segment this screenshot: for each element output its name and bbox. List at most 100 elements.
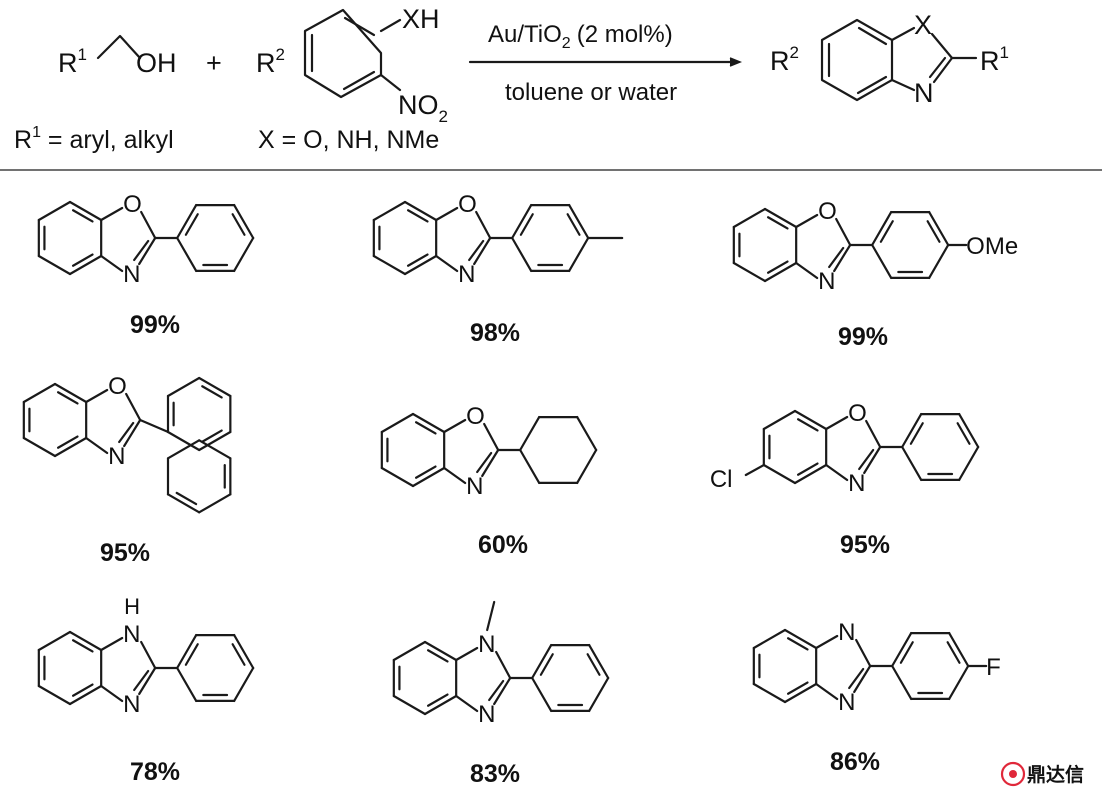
ring-bond: [795, 213, 819, 229]
benzo-ring-bond: [68, 684, 103, 706]
ring-heteroatom-label: N: [123, 621, 140, 648]
aminophenol-double-bond: [342, 70, 376, 91]
aryl-ring-bond: [871, 243, 893, 280]
benzo-ring-bond: [392, 640, 427, 662]
yield-label: 99%: [838, 323, 888, 351]
ring-bond: [140, 210, 157, 240]
ring-bond: [835, 217, 852, 247]
yield-label: 95%: [100, 539, 150, 567]
cyclohexyl-bond: [519, 448, 541, 485]
aryl-ring-double-bond: [539, 653, 554, 676]
naphthyl-ring-bond: [166, 493, 201, 514]
reactant-alcohol: R1 OH: [58, 34, 177, 78]
aryl-ring-bond: [901, 412, 923, 449]
aryl-ring-double-bond: [926, 220, 941, 243]
nitro-label: NO2: [398, 90, 448, 126]
cn-double-bond: [473, 236, 492, 266]
product-cn-double-bond: [932, 56, 954, 84]
aryl-ring-bond: [511, 236, 533, 273]
benzo-ring-double-bond: [414, 465, 437, 479]
catalyst-label: Au/TiO2(2 mol%): [488, 21, 673, 52]
aryl-ring-bond: [928, 243, 950, 280]
benzo-ring-bond: [411, 466, 446, 488]
naphthyl-ring-bond: [166, 430, 201, 452]
cn-double-bond: [848, 667, 865, 690]
aminophenol-double-bond: [343, 16, 376, 37]
ring-n-label: N: [108, 443, 125, 470]
ring-bond: [140, 640, 157, 670]
benzo-ring-bond: [372, 254, 407, 276]
product-general: R2 X N R1: [770, 10, 1009, 108]
aryl-ring-double-bond: [879, 220, 894, 243]
benzo-ring-bond: [783, 682, 818, 704]
cn-double-bond: [828, 246, 845, 269]
ring-bond: [815, 682, 839, 701]
aryl-ring-bond: [176, 236, 198, 273]
cyclohexyl-bond: [576, 448, 598, 485]
ring-n-label: N: [123, 691, 140, 718]
benzo-ring-double-bond: [56, 391, 79, 405]
benzo-ring-double-bond: [406, 209, 429, 223]
benzo-ring-bond: [68, 254, 103, 276]
ring-heteroatom-label: O: [848, 400, 867, 427]
product-8: N N 83%: [392, 600, 610, 788]
ring-bond: [139, 418, 170, 434]
watermark: 鼎达信: [1000, 761, 1084, 787]
benzo-ring-bond: [392, 694, 427, 716]
products-grid: ON99%ON98%ONOMe99%ON95%ON60%ONCl95%NNH78…: [22, 191, 1018, 788]
yield-label: 86%: [830, 748, 880, 776]
benzo-ring-double-bond: [766, 216, 789, 230]
x-scope-note: X = O, NH, NMe: [258, 126, 439, 154]
r1-scope-note: R1 = aryl, alkyl: [14, 124, 174, 154]
benzo-ring-bond: [423, 640, 458, 662]
benzo-ring-double-bond: [786, 637, 809, 651]
benzo-ring-bond: [37, 630, 72, 652]
aryl-ring-double-bond: [946, 641, 961, 664]
aryl-ring-bond: [928, 210, 950, 247]
ring-bond: [100, 254, 124, 273]
naphthyl-ring-double-bond: [201, 429, 223, 443]
cn-double-bond: [493, 676, 512, 706]
reaction-arrow-group: Au/TiO2(2 mol%) toluene or water: [468, 21, 743, 106]
naphthyl-ring-double-bond: [201, 385, 223, 399]
aryl-ring-bond: [588, 643, 610, 680]
ring-bond: [855, 638, 872, 668]
naphthyl-ring-bond: [198, 430, 232, 452]
ring-n-label: N: [478, 701, 495, 728]
benzo-ring-bond: [793, 463, 828, 485]
cn-double-bond: [138, 236, 157, 266]
cn-double-bond: [133, 239, 150, 262]
product-benzo-double-bond: [857, 26, 888, 46]
yield-label: 83%: [470, 760, 520, 788]
n-methyl-bond: [486, 600, 496, 632]
aryl-ring-double-bond: [566, 213, 581, 236]
benzo-ring-bond: [22, 382, 57, 404]
ring-bond: [443, 418, 467, 434]
alcohol-chain: [96, 34, 142, 60]
naphthyl-ring-bond: [198, 493, 232, 514]
ring-bond: [495, 650, 512, 680]
benzo-ring-double-bond: [786, 681, 809, 695]
cn-double-bond: [118, 421, 135, 444]
cn-double-bond: [481, 448, 500, 478]
product-ring-bond: [890, 26, 916, 42]
aryl-ring-bond: [233, 203, 255, 240]
yield-label: 99%: [130, 311, 180, 339]
nitro-bond: [379, 73, 402, 92]
cn-double-bond: [123, 418, 142, 448]
ring-n-label: N: [466, 473, 483, 500]
aryl-ring-double-bond: [899, 641, 914, 664]
ring-bond: [435, 206, 459, 222]
ring-bond: [100, 206, 124, 222]
para-substituent-label: F: [986, 654, 1001, 681]
benzo-ring-bond: [763, 261, 798, 283]
ring-heteroatom-label: N: [478, 631, 495, 658]
benzo-ring-bond: [372, 200, 407, 222]
aryl-ring-bond: [588, 676, 610, 713]
ring-n-label: N: [818, 268, 835, 295]
